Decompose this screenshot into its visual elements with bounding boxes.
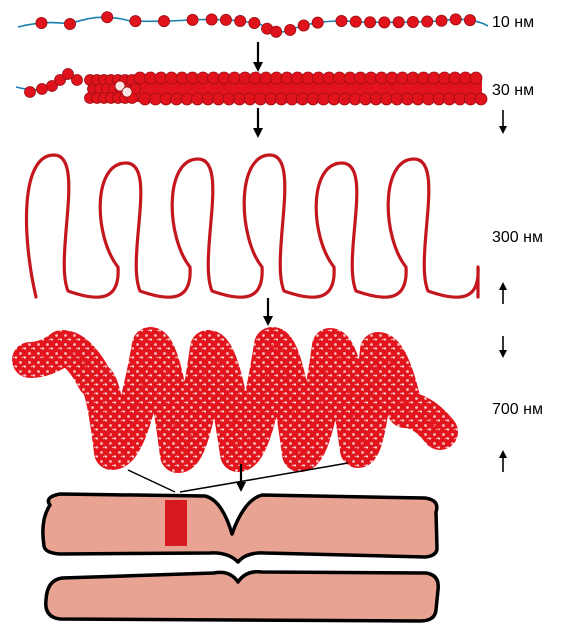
arrow-down-icon — [499, 336, 507, 358]
scale-label-300nm: 300 нм — [492, 229, 543, 247]
nucleosome-bead — [206, 14, 217, 25]
nucleosome-bead — [235, 15, 246, 26]
solenoid-fiber — [16, 69, 487, 106]
nucleosome-bead — [25, 87, 36, 98]
nucleosome-bead — [350, 16, 361, 27]
nucleosome-bead — [285, 24, 296, 35]
metaphase-chromosome — [43, 494, 438, 621]
nucleosome-bead — [271, 26, 282, 37]
nucleosome-bead — [312, 17, 323, 28]
chromatid-lower — [46, 572, 438, 621]
nucleosome-bead — [249, 17, 260, 28]
nucleosome-bead — [130, 16, 141, 27]
looped-domains — [26, 155, 478, 297]
nucleosome-bead — [407, 16, 418, 27]
chromosome-band — [165, 500, 187, 546]
nucleosome-bead — [37, 84, 48, 95]
nucleosome-bead — [122, 87, 132, 97]
arrow-down-icon — [263, 298, 273, 326]
arrow-down-icon — [499, 110, 507, 134]
scale-label-700nm: 700 нм — [492, 401, 543, 419]
scale-label-10nm: 10 нм — [492, 14, 534, 32]
nucleosome-bead — [102, 12, 113, 23]
nucleosome-bead — [187, 14, 198, 25]
nucleosome-bead — [336, 15, 347, 26]
nucleosome-bead — [470, 72, 482, 84]
scale-label-30nm: 30 нм — [492, 82, 534, 100]
nucleosome-bead — [475, 93, 487, 105]
nucleosome-bead — [450, 14, 461, 25]
nucleosome-bead — [393, 17, 404, 28]
nucleosome-bead — [36, 17, 47, 28]
nucleosome-bead — [364, 17, 375, 28]
arrow-down-icon — [253, 108, 263, 138]
nucleosome-bead — [64, 18, 75, 29]
nucleosome-beads — [36, 12, 476, 38]
beads-on-string — [18, 12, 488, 38]
arrow-up-icon — [499, 450, 507, 472]
chromatin-loops — [26, 155, 478, 297]
nucleosome-bead — [464, 15, 475, 26]
arrow-up-icon — [499, 282, 507, 304]
nucleosome-bead — [422, 16, 433, 27]
condensed-chromatin — [30, 345, 440, 455]
nucleosome-bead — [298, 20, 309, 31]
nucleosome-bead — [379, 17, 390, 28]
nucleosome-bead — [158, 16, 169, 27]
nucleosome-bead — [436, 15, 447, 26]
arrow-down-icon — [253, 42, 263, 72]
nucleosome-bead — [220, 14, 231, 25]
chromatid-upper — [43, 494, 437, 562]
nucleosome-bead — [72, 75, 83, 86]
